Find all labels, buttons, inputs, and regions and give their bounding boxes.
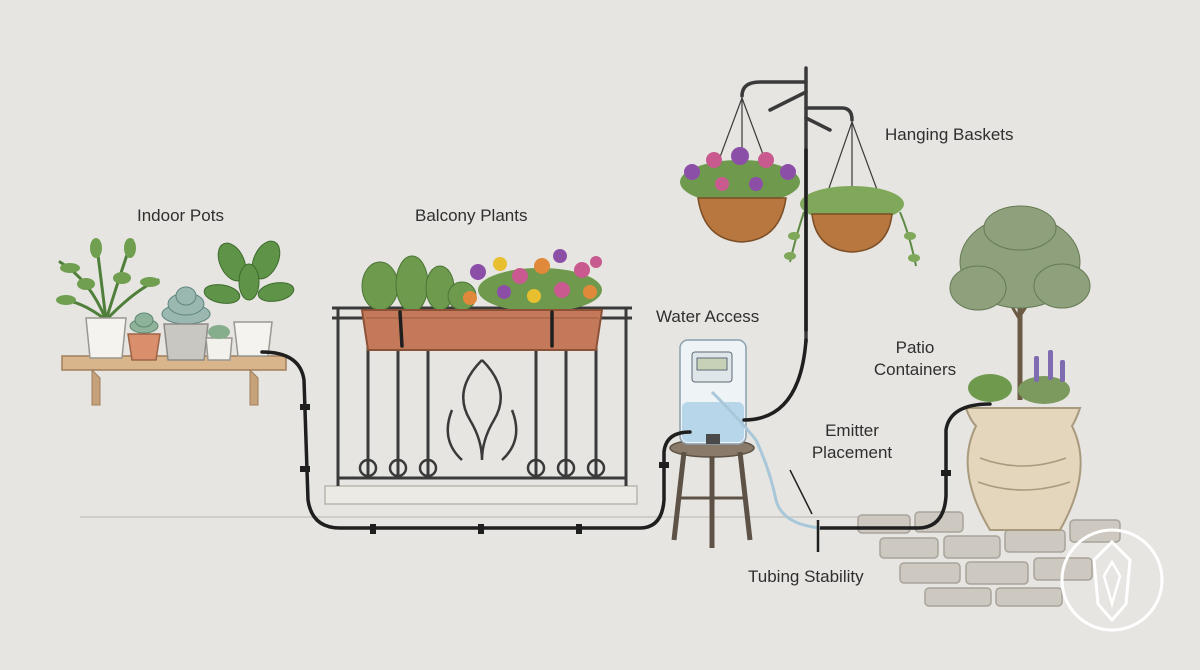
label-water-access: Water Access bbox=[656, 307, 760, 326]
label-tubing-stability: Tubing Stability bbox=[748, 567, 864, 586]
large-succulent bbox=[161, 286, 211, 325]
label-emitter-placement: Emitter Placement bbox=[802, 420, 902, 464]
tubing-clips bbox=[300, 404, 951, 534]
pot-terracotta-small bbox=[127, 333, 161, 361]
label-emitter-line1: Emitter bbox=[825, 421, 879, 440]
tiny-succulent bbox=[208, 325, 230, 339]
balcony-flowers bbox=[463, 249, 602, 312]
balcony-base bbox=[324, 485, 638, 505]
feeder-tube bbox=[710, 390, 821, 530]
hanging-basket-flowers bbox=[680, 97, 800, 243]
emitter-stake bbox=[789, 469, 820, 552]
pot-white-1 bbox=[85, 317, 127, 359]
label-emitter-line2: Placement bbox=[811, 443, 893, 462]
shield-drop-logo-icon bbox=[1060, 528, 1164, 632]
patio-urn bbox=[964, 407, 1082, 531]
lavender bbox=[968, 350, 1070, 404]
label-balcony-plants: Balcony Plants bbox=[415, 206, 528, 225]
drip-tubing bbox=[260, 148, 992, 530]
small-succulent bbox=[129, 312, 159, 334]
leafy-houseplant bbox=[203, 240, 295, 304]
balcony-herbs bbox=[361, 255, 477, 313]
label-patio-containers: Patio Containers bbox=[870, 337, 960, 381]
olive-tree bbox=[949, 205, 1091, 400]
balcony-planter-box bbox=[360, 309, 604, 351]
wall-shelf bbox=[61, 355, 287, 406]
fern-plant bbox=[56, 238, 160, 322]
label-patio-line1: Patio bbox=[895, 338, 935, 357]
pot-white-2 bbox=[233, 321, 273, 357]
hanging-basket-ivy bbox=[784, 121, 920, 267]
pot-grey bbox=[163, 323, 209, 361]
label-patio-line2: Containers bbox=[873, 360, 957, 379]
pot-white-small bbox=[205, 337, 233, 361]
stool bbox=[669, 438, 755, 548]
label-indoor-pots: Indoor Pots bbox=[137, 206, 224, 225]
label-hanging-baskets: Hanging Baskets bbox=[885, 125, 1014, 144]
